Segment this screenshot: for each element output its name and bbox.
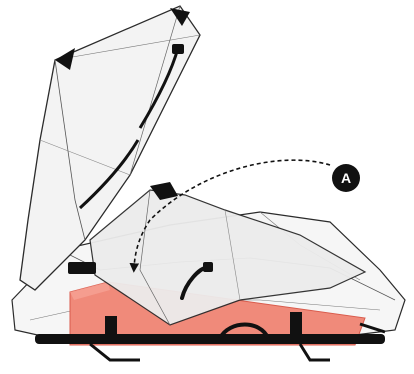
- handle-clip-icon: [203, 262, 213, 272]
- buckle-icon: [105, 316, 117, 338]
- buckle-icon: [172, 44, 184, 54]
- side-strap: [68, 262, 96, 274]
- buckle-icon: [290, 312, 302, 336]
- callout-badge-icon: A: [332, 164, 360, 192]
- callout-label: A: [341, 170, 351, 186]
